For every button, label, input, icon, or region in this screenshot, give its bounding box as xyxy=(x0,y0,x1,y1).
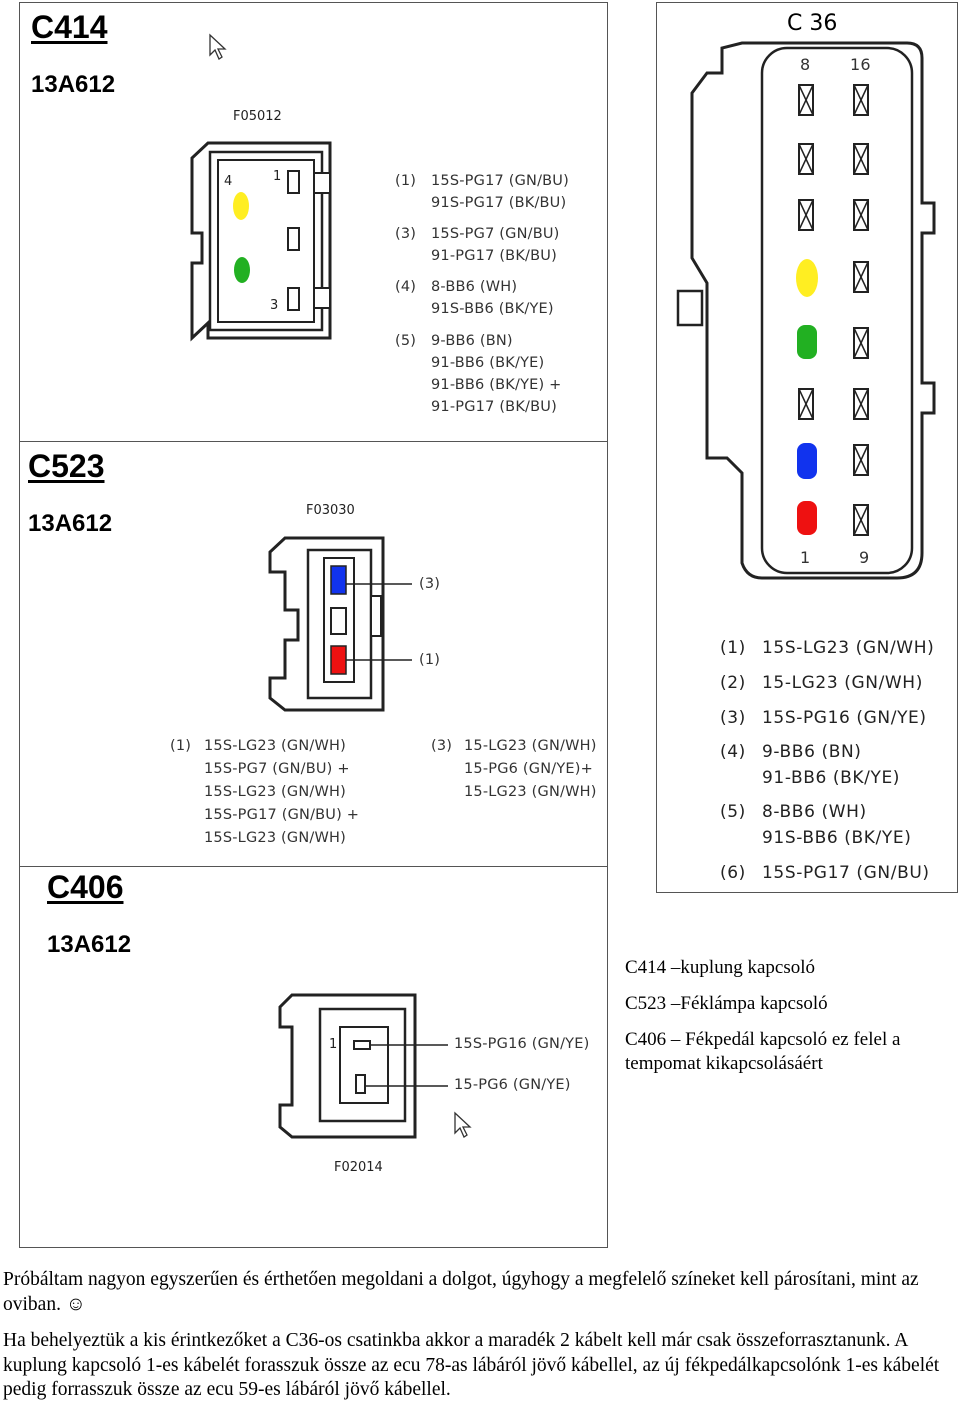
c414-pin-5: (5) xyxy=(395,333,417,349)
c523-part: 13A612 xyxy=(28,510,113,537)
c523-connector-drawing xyxy=(268,536,412,712)
c414-wire-1a: 15S-PG17 (GN/BU) xyxy=(431,173,569,189)
c36-pin-label-8: 8 xyxy=(800,55,811,74)
c406-wire-1: 15S-PG16 (GN/YE) xyxy=(454,1036,590,1052)
c406-drawing-ref: F02014 xyxy=(334,1160,383,1175)
c36-pin-1: (1) xyxy=(720,638,746,658)
c523-code: C523 xyxy=(28,448,105,484)
c414-wire-5c: 91-BB6 (BK/YE) + xyxy=(431,377,562,393)
c414-pin-label-3: 3 xyxy=(270,298,279,313)
c523-left-wire-4: 15S-PG17 (GN/BU) + xyxy=(204,807,360,823)
caption-c406: C406 – Fékpedál kapcsoló ez felel a temp… xyxy=(625,1029,901,1074)
c523-drawing-ref: F03030 xyxy=(306,503,355,518)
c523-left-wire-5: 15S-LG23 (GN/WH) xyxy=(204,830,346,846)
c36-wire-4a: 9-BB6 (BN) xyxy=(762,742,862,762)
c523-callout-1: (1) xyxy=(419,652,441,668)
c36-pin-6: (6) xyxy=(720,863,746,883)
c414-connector-drawing xyxy=(190,141,332,342)
c36-pin-label-16: 16 xyxy=(850,55,871,74)
c523-right-pin: (3) xyxy=(431,738,453,754)
c406-pin-label-1: 1 xyxy=(329,1037,338,1052)
c414-wire-3a: 15S-PG7 (GN/BU) xyxy=(431,226,560,242)
c36-wire-5a: 8-BB6 (WH) xyxy=(762,802,867,822)
c36-code: C 36 xyxy=(787,11,838,36)
c414-pin-1: (1) xyxy=(395,173,417,189)
c36-wire-2: 15-LG23 (GN/WH) xyxy=(762,673,923,693)
c36-wire-4b: 91-BB6 (BK/YE) xyxy=(762,768,901,788)
c523-left-wire-3: 15S-LG23 (GN/WH) xyxy=(204,784,346,800)
c414-wire-4b: 91S-BB6 (BK/YE) xyxy=(431,301,554,317)
paragraph-2: Ha behelyeztük a kis érintkezőket a C36-… xyxy=(3,1330,940,1400)
paragraph-1: Próbáltam nagyon egyszerűen és érthetően… xyxy=(3,1269,919,1315)
caption-c414: C414 –kuplung kapcsoló xyxy=(625,957,815,978)
c523-right-wire-1: 15-LG23 (GN/WH) xyxy=(464,738,597,754)
c36-wire-5b: 91S-BB6 (BK/YE) xyxy=(762,828,912,848)
c406-panel: C406 13A612 1 15S-PG16 (GN/YE) 15-PG6 (G… xyxy=(19,866,608,1248)
c523-right-wire-2: 15-PG6 (GN/YE)+ xyxy=(464,761,593,777)
c523-left-wire-1: 15S-LG23 (GN/WH) xyxy=(204,738,346,754)
c406-connector-drawing xyxy=(278,993,448,1139)
cursor-icon xyxy=(209,33,227,60)
c414-pin-label-1: 1 xyxy=(273,169,282,184)
c523-callout-3: (3) xyxy=(419,576,441,592)
c36-wire-3: 15S-PG16 (GN/YE) xyxy=(762,708,927,728)
c36-pin-label-9: 9 xyxy=(859,548,870,567)
c414-wire-3b: 91-PG17 (BK/BU) xyxy=(431,248,557,264)
c414-panel: C414 13A612 F05012 4 1 3 (1) 15S-PG17 (G… xyxy=(19,2,608,442)
c414-drawing-ref: F05012 xyxy=(233,109,282,124)
c414-wire-4a: 8-BB6 (WH) xyxy=(431,279,518,295)
c523-left-pin: (1) xyxy=(170,738,192,754)
c523-panel: C523 13A612 F03030 (3) (1) (1) 15S-LG23 … xyxy=(19,441,608,867)
c414-code: C414 xyxy=(31,9,108,45)
c414-pin-4: (4) xyxy=(395,279,417,295)
c523-right-wire-3: 15-LG23 (GN/WH) xyxy=(464,784,597,800)
c36-pin-label-1: 1 xyxy=(800,548,811,567)
c523-left-wire-2: 15S-PG7 (GN/BU) + xyxy=(204,761,350,777)
c406-wire-2: 15-PG6 (GN/YE) xyxy=(454,1077,571,1093)
c36-pin-3: (3) xyxy=(720,708,746,728)
c36-pin-5: (5) xyxy=(720,802,746,822)
c414-wire-5d: 91-PG17 (BK/BU) xyxy=(431,399,557,415)
c406-part: 13A612 xyxy=(47,931,132,958)
c36-panel: C 36 xyxy=(656,2,958,893)
c414-wire-1b: 91S-PG17 (BK/BU) xyxy=(431,195,567,211)
c406-code: C406 xyxy=(47,869,124,905)
c36-wire-6: 15S-PG17 (GN/BU) xyxy=(762,863,930,883)
c36-pin-4: (4) xyxy=(720,742,746,762)
c414-wire-5a: 9-BB6 (BN) xyxy=(431,333,513,349)
c414-pin-3: (3) xyxy=(395,226,417,242)
c414-part: 13A612 xyxy=(31,71,116,98)
c414-wire-5b: 91-BB6 (BK/YE) xyxy=(431,355,545,371)
caption-c523: C523 –Féklámpa kapcsoló xyxy=(625,993,828,1014)
c36-wire-1: 15S-LG23 (GN/WH) xyxy=(762,638,935,658)
cursor-icon xyxy=(454,1111,472,1138)
c36-connector-drawing xyxy=(676,41,936,580)
c414-pin-label-4: 4 xyxy=(224,174,233,189)
c36-pin-2: (2) xyxy=(720,673,746,693)
